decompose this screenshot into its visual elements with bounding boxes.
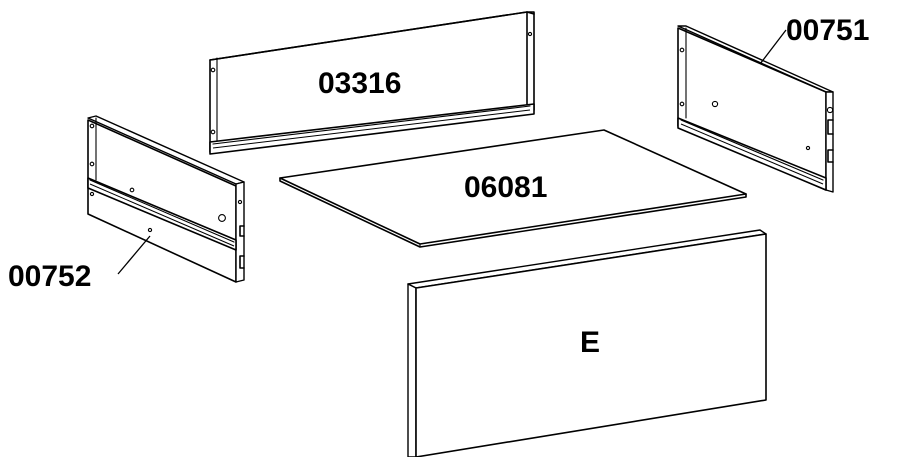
right-side-leader	[759, 29, 787, 65]
right-side-label: 00751	[786, 14, 869, 47]
front-panel	[407, 229, 767, 457]
left-side-label: 00752	[8, 260, 91, 293]
left-side-leader	[117, 235, 151, 275]
left-side-panel	[87, 115, 245, 283]
bottom-panel-label: 06081	[464, 171, 547, 204]
bottom-panel	[279, 129, 747, 248]
back-panel-label: 03316	[318, 67, 401, 100]
right-side-panel	[677, 25, 834, 193]
front-panel-label: E	[580, 326, 600, 359]
back-panel	[209, 11, 535, 155]
